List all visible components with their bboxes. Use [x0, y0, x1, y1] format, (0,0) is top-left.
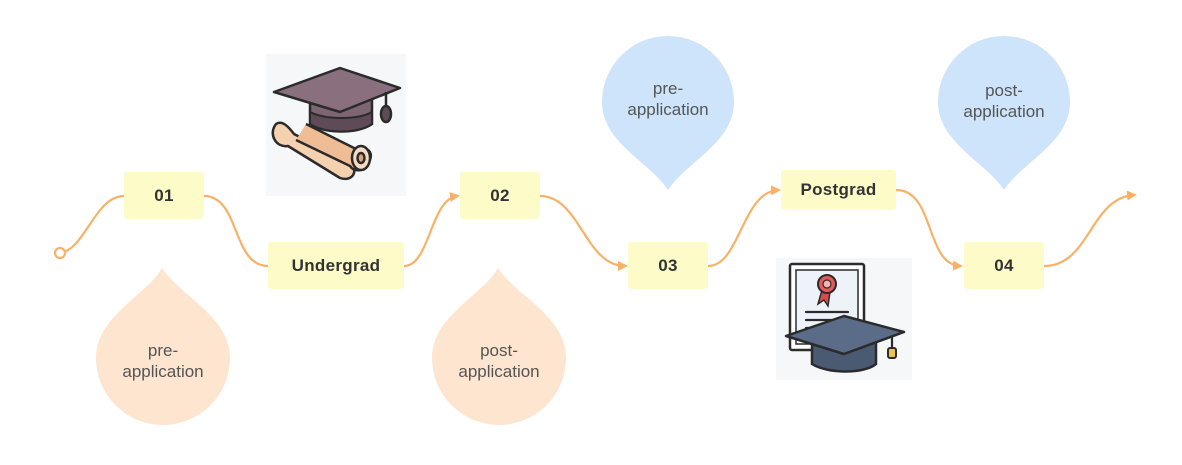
node-undergrad: Undergrad: [268, 242, 404, 289]
connector-undergrad-02: [402, 192, 460, 268]
node-02: 02: [460, 172, 540, 219]
bubble-label-post-application-2: post- application: [934, 80, 1074, 122]
graduation-cap-diploma-icon: [266, 54, 406, 196]
bubble-line: application: [122, 362, 204, 381]
bubble-shape-peach-2: [432, 268, 566, 425]
bubble-label-post-application-1: post- application: [429, 340, 569, 382]
bubble-shape-peach-1: [96, 268, 230, 425]
connector-01-undergrad: [202, 194, 270, 268]
node-postgrad: Postgrad: [781, 170, 896, 210]
node-03: 03: [628, 242, 708, 289]
bubble-line: application: [963, 102, 1045, 121]
connector-02-03: [538, 194, 628, 271]
bubble-label-pre-application-1: pre- application: [93, 340, 233, 382]
node-01: 01: [124, 172, 204, 219]
connector-start: [58, 194, 126, 255]
connector-postgrad-04: [894, 188, 963, 271]
bubble-line: pre-: [652, 79, 684, 98]
certificate-graduation-cap-icon: [776, 258, 912, 380]
start-point-marker: [53, 246, 67, 260]
bubble-label-pre-application-2: pre- application: [598, 78, 738, 120]
bubble-line: post-: [985, 81, 1023, 100]
connector-03-postgrad: [706, 185, 781, 268]
connector-end: [1042, 190, 1137, 268]
bubble-shape-blue-2: [938, 36, 1070, 190]
bubble-shape-blue-1: [602, 36, 734, 190]
node-04: 04: [964, 242, 1044, 289]
bubble-line: post-: [480, 341, 518, 360]
bubble-line: application: [627, 100, 709, 119]
bubble-line: pre-: [147, 341, 179, 360]
bubble-line: application: [458, 362, 540, 381]
